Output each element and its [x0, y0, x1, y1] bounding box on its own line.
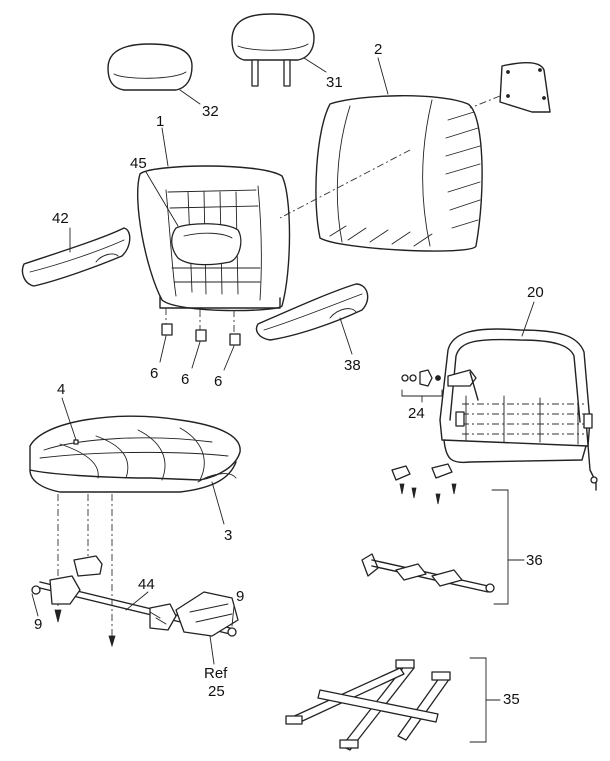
hardware-24 — [401, 369, 443, 403]
seat-cushion-4 — [29, 415, 241, 493]
frame-rod-44 — [31, 494, 239, 648]
callout-9a: 9 — [34, 616, 43, 633]
center-line-bracket — [469, 95, 501, 109]
leader-44 — [125, 591, 149, 611]
headrest-pad-32 — [107, 43, 193, 91]
leader-3 — [211, 481, 225, 525]
headrest-31 — [231, 13, 315, 87]
callout-36: 36 — [526, 552, 543, 569]
callout-31: 31 — [326, 74, 343, 91]
leader-31 — [303, 57, 327, 73]
callout-25: 25 — [208, 683, 225, 700]
back-frame-20 — [439, 328, 598, 491]
leader-20 — [521, 301, 535, 337]
callout-6a: 6 — [150, 365, 159, 382]
seat-kit-36 — [361, 463, 509, 605]
leader-9a — [31, 593, 39, 617]
callout-1: 1 — [156, 113, 165, 130]
callout-45: 45 — [130, 155, 147, 172]
callout-9b: 9 — [236, 588, 245, 605]
back-bracket — [499, 62, 551, 113]
callout-3: 3 — [224, 527, 233, 544]
callout-2: 2 — [374, 41, 383, 58]
callout-35: 35 — [503, 691, 520, 708]
leader-45 — [145, 171, 179, 227]
seat-back-1 — [137, 165, 291, 312]
callout-24: 24 — [408, 405, 425, 422]
leader-4 — [61, 397, 77, 441]
callout-4: 4 — [57, 381, 66, 398]
callout-42: 42 — [52, 210, 69, 227]
center-line-back — [279, 149, 411, 219]
armrest-42 — [21, 227, 131, 287]
armrest-38 — [255, 283, 369, 341]
callout-38: 38 — [344, 357, 361, 374]
straps-35 — [285, 657, 487, 751]
leader-9b — [231, 605, 235, 627]
leader-25 — [209, 635, 215, 665]
leader-1 — [161, 127, 169, 167]
back-cushion-2 — [315, 95, 483, 252]
callout-44: 44 — [138, 576, 155, 593]
callout-6b: 6 — [181, 371, 190, 388]
callout-20: 20 — [527, 284, 544, 301]
leader-2 — [377, 57, 389, 95]
callout-6c: 6 — [214, 373, 223, 390]
callout-ref-label: Ref — [204, 665, 228, 682]
clips-6 — [159, 308, 241, 371]
callout-32: 32 — [202, 103, 219, 120]
leader-38 — [339, 317, 353, 355]
leader-32 — [179, 89, 201, 105]
